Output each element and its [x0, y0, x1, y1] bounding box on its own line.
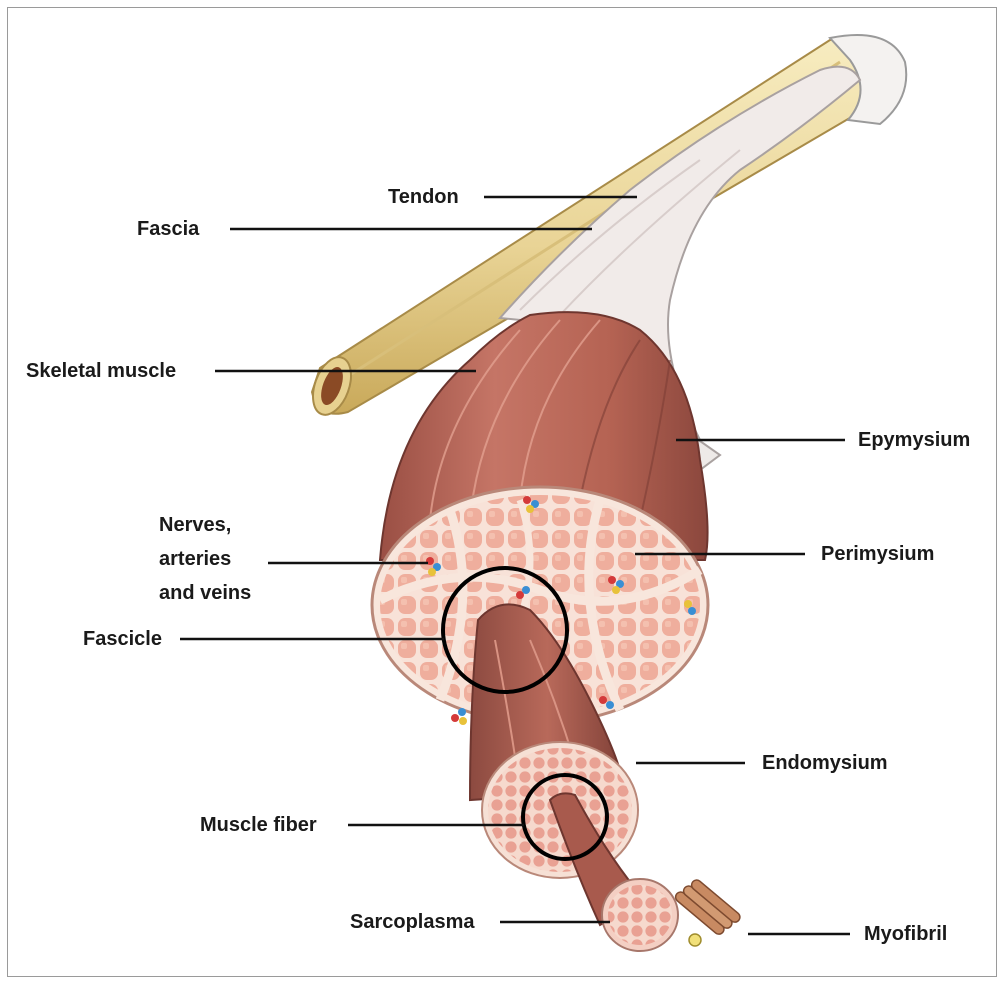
label-perimysium: Perimysium [821, 542, 934, 566]
label-myofibril: Myofibril [864, 922, 947, 946]
myofibrils [674, 878, 742, 936]
label-nerves-line-2: arteries [159, 542, 251, 576]
label-nerves-line-3: and veins [159, 576, 251, 610]
label-endomysium: Endomysium [762, 751, 888, 775]
label-tendon: Tendon [388, 185, 459, 209]
label-fascicle: Fascicle [83, 627, 162, 651]
label-nerves-arteries-veins: Nerves, arteries and veins [159, 508, 251, 610]
label-skeletal-muscle: Skeletal muscle [26, 359, 176, 383]
label-muscle-fiber: Muscle fiber [200, 813, 317, 837]
label-sarcoplasma: Sarcoplasma [350, 910, 475, 934]
label-fascia: Fascia [137, 217, 199, 241]
label-nerves-line-1: Nerves, [159, 508, 251, 542]
label-epymysium: Epymysium [858, 428, 970, 452]
